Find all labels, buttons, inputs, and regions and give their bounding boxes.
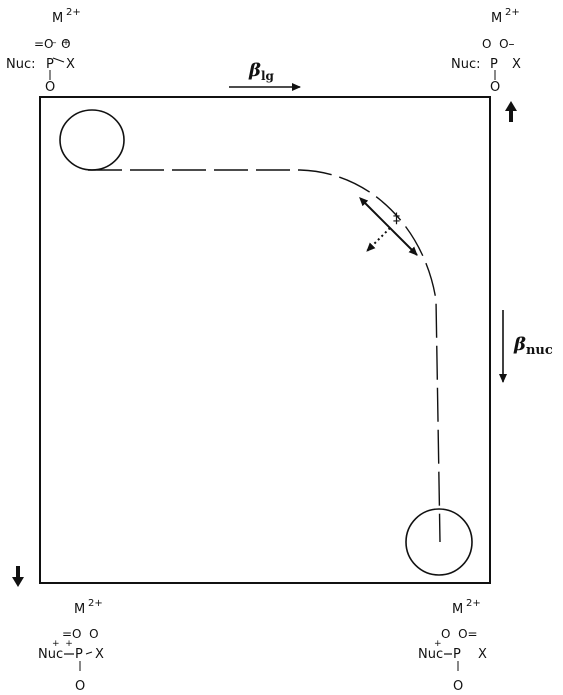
svg-text:P: P	[490, 57, 498, 72]
svg-text:P: P	[46, 57, 54, 72]
energy-surface-frame	[39, 96, 491, 584]
svg-text:– +: – +	[52, 38, 70, 48]
svg-text:O: O	[75, 679, 85, 694]
svg-text:O: O	[490, 80, 500, 95]
svg-text:P: P	[453, 647, 461, 662]
svg-text:M: M	[491, 11, 502, 26]
svg-text:Nuc:: Nuc:	[6, 57, 36, 72]
svg-text:M: M	[452, 602, 463, 617]
beta-nuc-label: βnuc	[513, 334, 553, 358]
product-state-ellipse	[405, 508, 473, 576]
beta-lg-label: βlg	[248, 60, 275, 83]
svg-text:2+: 2+	[466, 598, 481, 609]
svg-text:=O O: =O O	[34, 37, 71, 51]
svg-text:2+: 2+	[505, 7, 520, 18]
svg-text:+ +: + +	[52, 639, 73, 649]
transition-state-dotted-arrow	[366, 227, 391, 252]
transition-state-symbol: ‡	[393, 211, 400, 227]
svg-text:O: O	[453, 679, 463, 694]
svg-text:Nuc: Nuc	[418, 647, 443, 662]
svg-text:O O=: O O=	[441, 627, 478, 641]
svg-text:Nuc: Nuc	[38, 647, 63, 662]
down-arrow-icon	[12, 566, 24, 587]
svg-text:M: M	[74, 602, 85, 617]
svg-text:X: X	[478, 647, 487, 662]
svg-text:Nuc:: Nuc:	[451, 57, 481, 72]
transition-state-double-arrow	[359, 197, 418, 256]
svg-text:X: X	[512, 57, 521, 72]
structure-top-left: M 2+ =O O – + Nuc: P X O	[6, 7, 81, 95]
svg-text:2+: 2+	[66, 7, 81, 18]
svg-text:+: +	[434, 639, 442, 649]
up-arrow-icon	[505, 101, 517, 122]
svg-text:M: M	[52, 11, 63, 26]
svg-text:O: O	[45, 80, 55, 95]
structure-bottom-left: M 2+ =O O + + Nuc P X O	[38, 598, 104, 694]
svg-text:=O O: =O O	[62, 627, 99, 641]
reactant-state-ellipse	[59, 109, 125, 171]
structure-bottom-right: M 2+ O O= + Nuc P X O	[418, 598, 487, 694]
svg-text:2+: 2+	[88, 598, 103, 609]
svg-text:X: X	[66, 57, 75, 72]
svg-text:P: P	[75, 647, 83, 662]
structure-top-right: M 2+ O O– Nuc: P X O	[451, 7, 521, 95]
svg-text:O O–: O O–	[482, 37, 515, 51]
svg-text:X: X	[95, 647, 104, 662]
